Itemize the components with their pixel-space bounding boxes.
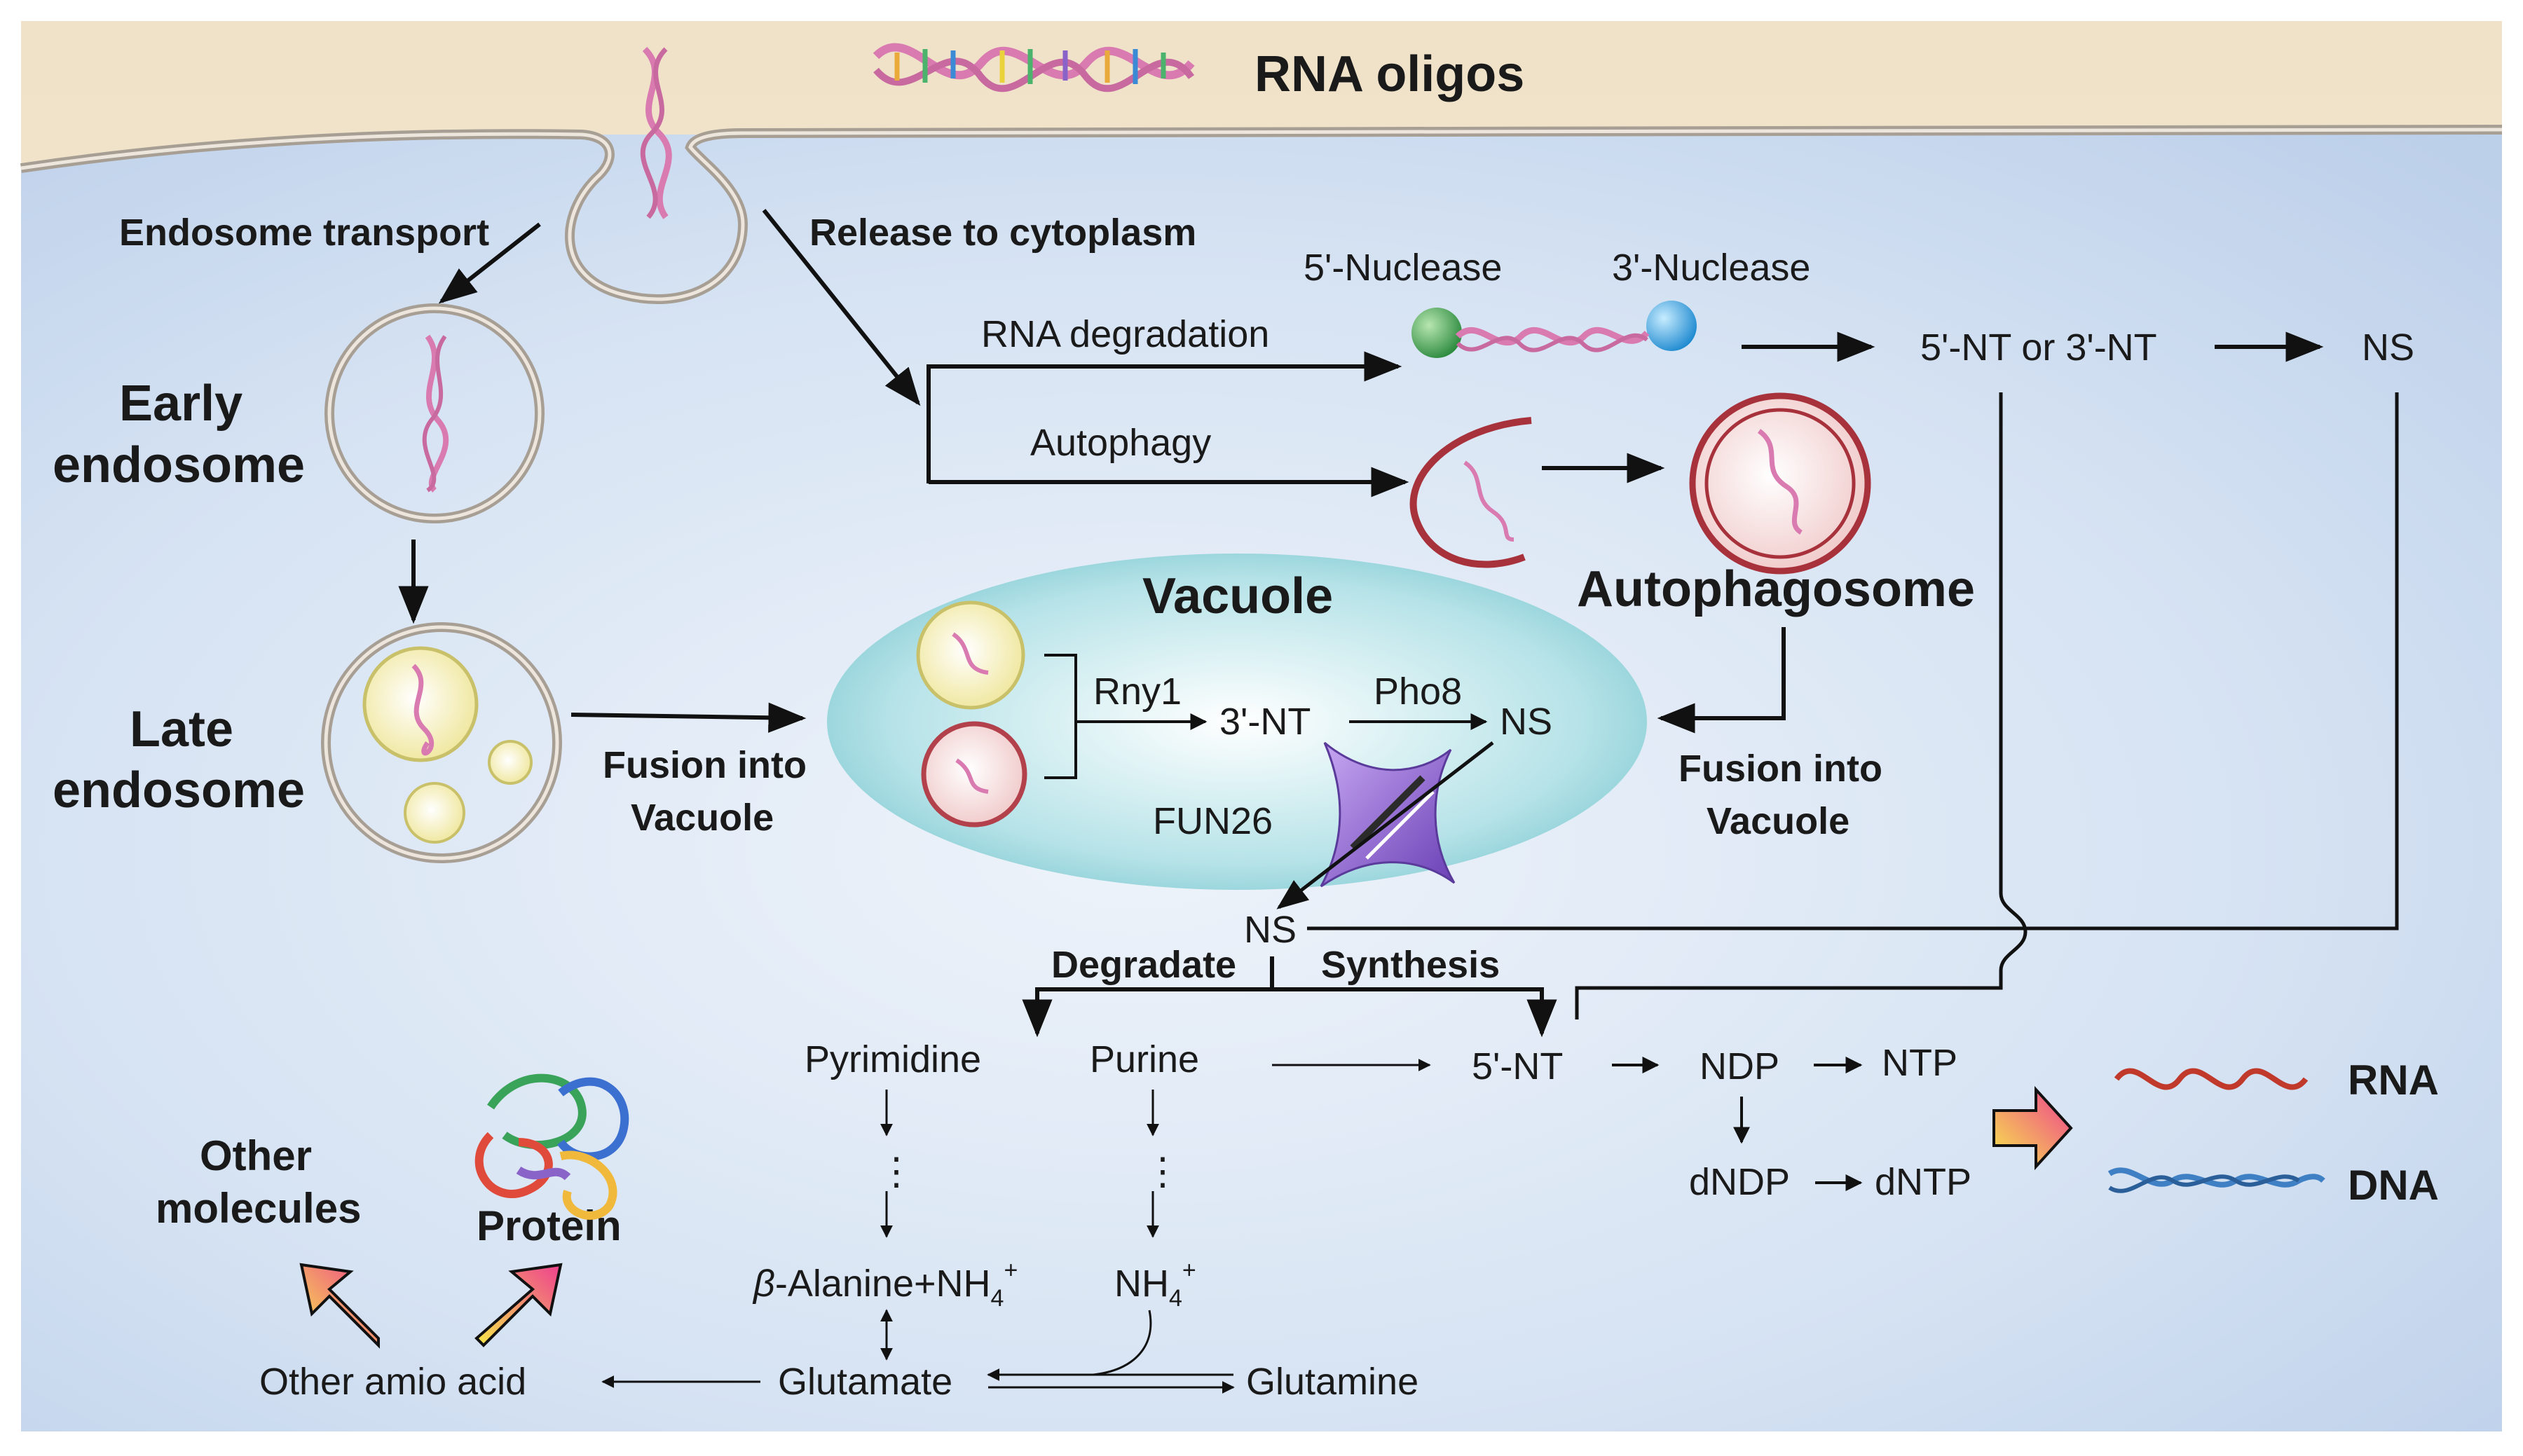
vacuole-ns-label: NS (1500, 701, 1552, 743)
to-protein-big-arrow (474, 1263, 563, 1347)
beta-alanine-label: β-Alanine+NH4+ (752, 1257, 1018, 1312)
dna-helix-icon (2107, 1167, 2325, 1193)
nh4-base: NH (1114, 1263, 1169, 1305)
rna-oligos-label: RNA oligos (1254, 46, 1524, 102)
nh4-incorporation-curve (1093, 1310, 1152, 1376)
dna-product-label: DNA (2348, 1162, 2439, 1209)
fusion-right-arrow (1657, 627, 1786, 734)
nh4-superscript-2: + (1182, 1257, 1196, 1284)
beta-symbol: β (752, 1263, 775, 1305)
glutamine-label: Glutamine (1246, 1361, 1418, 1403)
glutamate-label: Glutamate (778, 1361, 952, 1403)
pyrimidine-dots: ⋮ (877, 1151, 915, 1193)
vacuole-bracket (1044, 654, 1077, 779)
nuclease3-label: 3'-Nuclease (1612, 247, 1810, 289)
late-endosome-label-1: Late (130, 701, 233, 757)
pho8-label: Pho8 (1374, 671, 1462, 713)
vacuole-label: Vacuole (1142, 568, 1333, 624)
vacuole-vesicle-red (921, 721, 1027, 827)
purine-label: Purine (1090, 1038, 1199, 1080)
protein-icon (474, 1073, 629, 1220)
nh4-superscript: + (1004, 1257, 1018, 1284)
degrading-rna-icon (1455, 327, 1650, 352)
autophagosome-rna-icon (1757, 429, 1803, 535)
synthesis-label: Synthesis (1321, 944, 1500, 986)
release-cytoplasm-label: Release to cytoplasm (809, 212, 1196, 254)
late-endosome-rna-icon (411, 664, 435, 756)
nh4-label: NH4+ (1114, 1257, 1196, 1312)
other-molecules-label-1: Other (200, 1132, 312, 1179)
purine-dots: ⋮ (1144, 1151, 1182, 1193)
dntp-label: dNTP (1875, 1161, 1971, 1203)
fun26-label: FUN26 (1153, 800, 1273, 842)
endosome-transport-arrow (438, 222, 541, 304)
early-endosome-label-2: endosome (53, 437, 305, 493)
nh4-subscript: 4 (991, 1285, 1004, 1312)
beta-alanine-text: -Alanine+NH (775, 1263, 991, 1305)
vacuole-vesicle-yellow (916, 600, 1025, 710)
rny1-label: Rny1 (1093, 671, 1182, 713)
fusion-left-label-2: Vacuole (631, 797, 774, 839)
degrade-label: Degradate (1051, 944, 1236, 986)
nuclease5-label: 5'-Nuclease (1304, 247, 1502, 289)
autophagosome-label: Autophagosome (1577, 561, 1975, 617)
rna-degradation-label: RNA degradation (981, 313, 1269, 355)
nuclease3-icon (1646, 301, 1697, 351)
release-cytoplasm-arrow (762, 209, 921, 406)
ns-top-label: NS (2362, 327, 2414, 369)
rna-strand-icon (2114, 1068, 2309, 1090)
late-endosome-vesicle-small (404, 782, 465, 844)
ntp-label: NTP (1882, 1042, 1957, 1084)
pyrimidine-label: Pyrimidine (805, 1038, 981, 1080)
fusion-right-label-2: Vacuole (1707, 800, 1849, 842)
other-amino-label: Other amio acid (259, 1361, 526, 1403)
phagophore (1409, 417, 1532, 568)
ns-return-connector (1307, 392, 2399, 930)
nuclease5-icon (1411, 308, 1462, 358)
late-endosome-vesicle-small (488, 740, 533, 785)
fusion-right-label-1: Fusion into (1678, 748, 1882, 790)
synthesis-arrow (1272, 987, 1557, 1038)
nh4-subscript-2: 4 (1169, 1285, 1182, 1312)
rna-product-label: RNA (2348, 1057, 2439, 1104)
nt5-label: 5'-NT (1472, 1045, 1563, 1087)
early-endosome-label-1: Early (119, 376, 242, 432)
nt-5or3-label: 5'-NT or 3'-NT (1920, 327, 2157, 369)
late-endosome-vesicle (362, 646, 479, 762)
ndp-label: NDP (1700, 1045, 1779, 1087)
entering-rna-icon (640, 46, 672, 219)
early-endosome-rna-icon (422, 334, 449, 493)
endosome-transport-label: Endosome transport (119, 212, 489, 254)
degrade-arrow (1022, 956, 1274, 1038)
fusion-left-label-1: Fusion into (603, 744, 807, 786)
fusion-left-arrow (570, 702, 807, 733)
autophagy-label: Autophagy (1030, 422, 1211, 464)
nt-return-connector (1575, 392, 2028, 1019)
rna-oligo-helix-icon (873, 43, 1195, 92)
to-nucleic-acids-big-arrow (1992, 1085, 2073, 1171)
vacuole-3nt-label: 3'-NT (1219, 701, 1311, 743)
vacuole (827, 554, 1647, 890)
ns-mid-label: NS (1244, 909, 1297, 951)
plasma-membrane-inner (20, 128, 2503, 301)
other-molecules-label-2: molecules (156, 1185, 361, 1232)
to-other-molecules-big-arrow (299, 1263, 380, 1349)
vacuole-export-arrow (1276, 741, 1494, 909)
late-endosome-label-2: endosome (53, 762, 305, 818)
dndp-label: dNDP (1689, 1161, 1790, 1203)
